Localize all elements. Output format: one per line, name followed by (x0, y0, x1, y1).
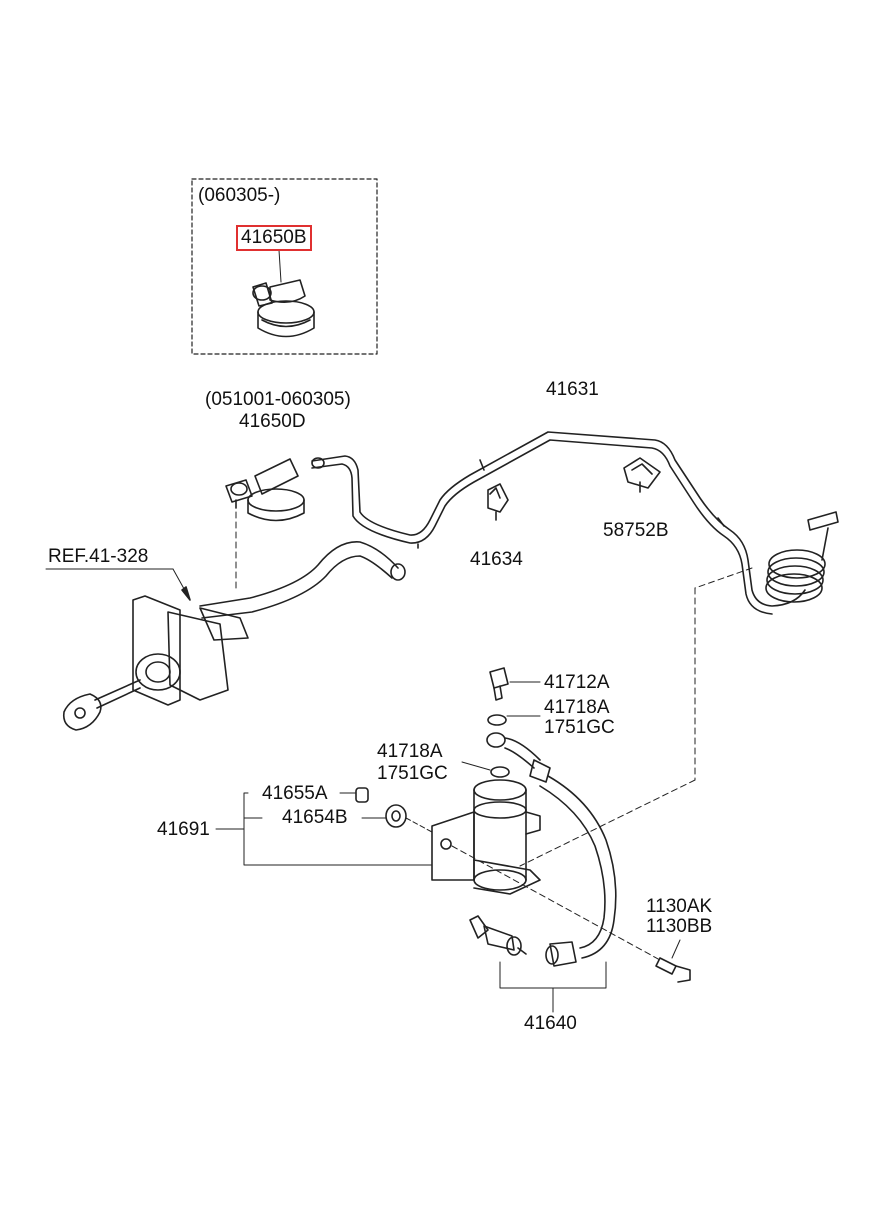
flex-hose-drawing (486, 732, 617, 967)
part-number-41718a-right[interactable]: 41718A (544, 697, 610, 718)
part-number-41712a[interactable]: 41712A (544, 672, 610, 693)
master-cylinder-drawing (62, 595, 249, 731)
bracket-41691-leader (215, 792, 433, 866)
part-number-41655a[interactable]: 41655A (262, 783, 328, 804)
washer-lower-drawing (490, 766, 510, 778)
banjo-bolt-41712a-drawing (489, 667, 541, 701)
clip-41634-drawing (487, 483, 509, 521)
part-number-41631[interactable]: 41631 (546, 379, 599, 400)
reservoir-hose (199, 541, 399, 607)
dashed-detail-box (191, 178, 378, 355)
date-range-label-old: (051001-060305) (205, 389, 351, 410)
part-number-41634[interactable]: 41634 (470, 549, 523, 570)
bushing-41654b-drawing (361, 804, 407, 828)
part-number-1130ak[interactable]: 1130AK (646, 896, 713, 917)
reservoir-41650b-drawing (252, 249, 315, 338)
part-number-1751gc-left[interactable]: 1751GC (377, 763, 448, 784)
pipe-coil (765, 511, 839, 603)
part-number-58752b[interactable]: 58752B (603, 520, 669, 541)
reservoir-41650d-drawing (225, 458, 305, 591)
bushing-41655a-drawing (339, 787, 369, 803)
part-number-41650d[interactable]: 41650D (239, 411, 306, 432)
part-41640-leader (499, 961, 607, 1013)
washer-upper-drawing (487, 714, 507, 726)
bracket-58752b-drawing (623, 457, 661, 493)
date-range-label-new: (060305-) (198, 185, 281, 206)
bleeder-valve-drawing (469, 915, 527, 956)
part-number-41691[interactable]: 41691 (157, 819, 210, 840)
slave-cylinder-drawing (431, 779, 541, 895)
part-number-41640[interactable]: 41640 (524, 1013, 577, 1034)
part-number-1751gc-right[interactable]: 1751GC (544, 717, 615, 738)
clutch-pipe-41631 (311, 431, 806, 607)
part-number-41718a-left[interactable]: 41718A (377, 741, 443, 762)
part-number-1130bb[interactable]: 1130BB (646, 916, 713, 937)
reference-label-41-328[interactable]: REF.41-328 (48, 546, 149, 567)
bolt-1130ak-drawing (451, 845, 691, 983)
part-number-41654b[interactable]: 41654B (282, 807, 348, 828)
part-number-41650b[interactable]: 41650B (236, 225, 312, 251)
